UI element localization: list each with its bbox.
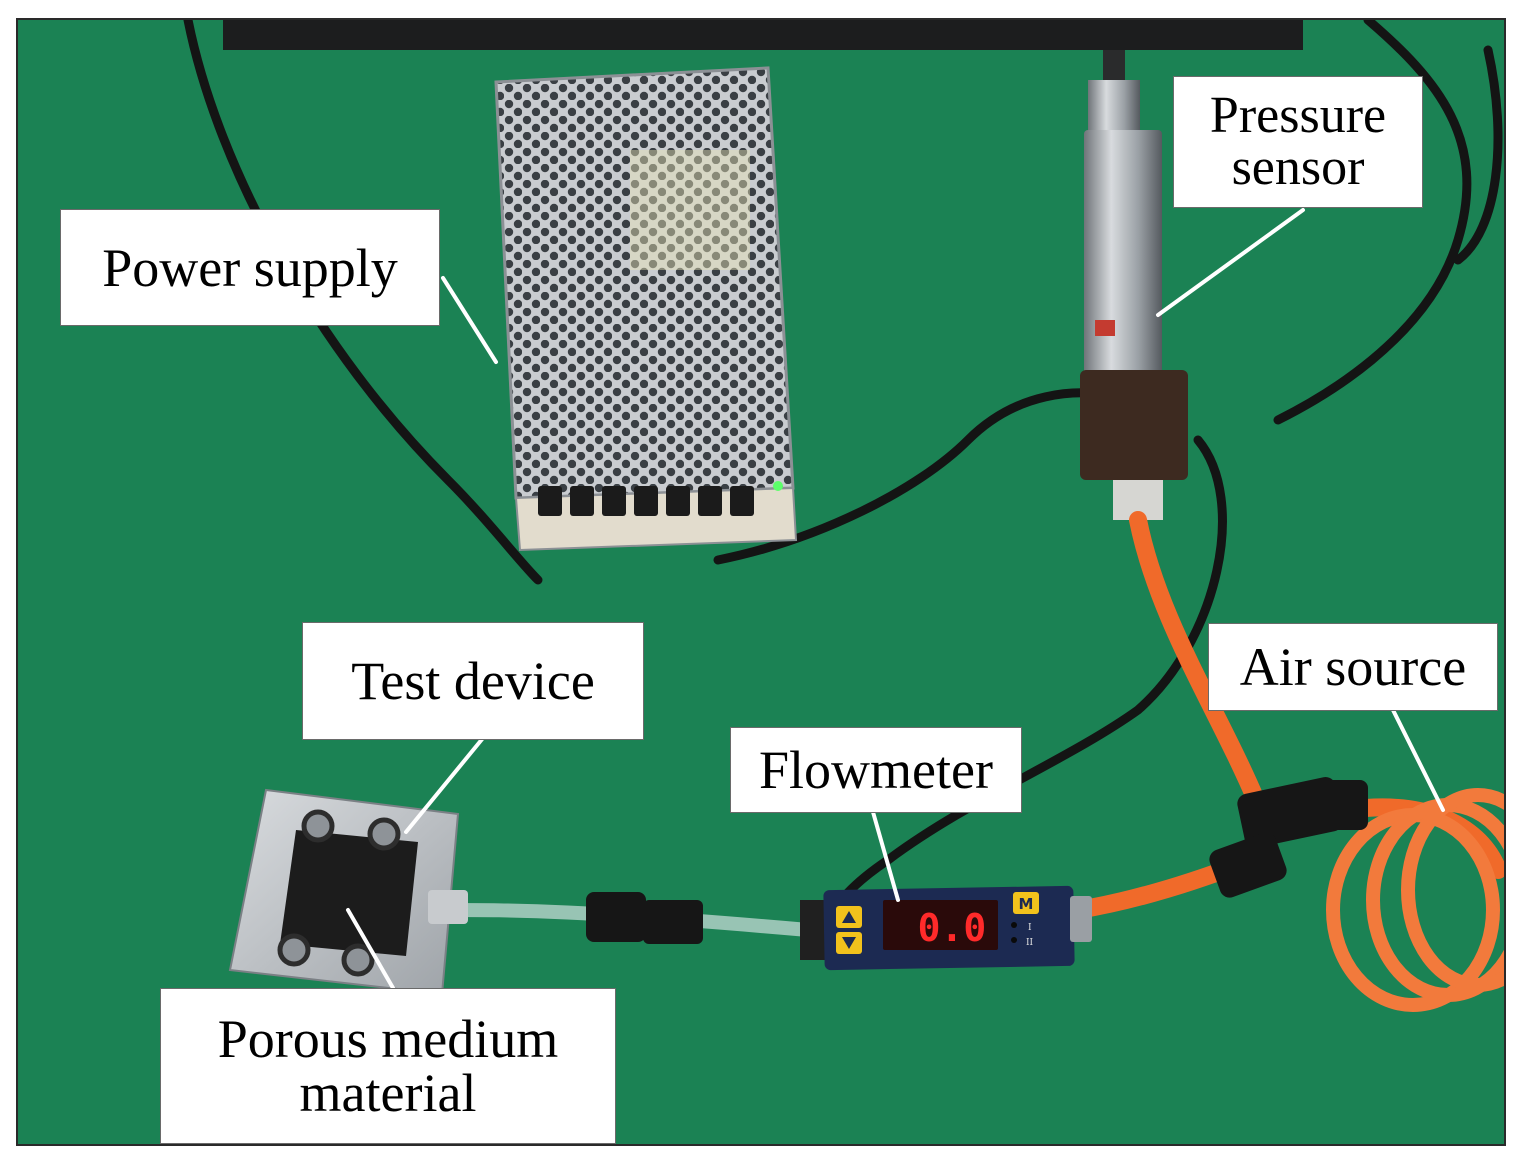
leader-air-source	[1391, 708, 1445, 812]
leader-test-device	[404, 736, 485, 834]
flowmeter-reading: 0.0	[918, 906, 987, 950]
leader-lines	[346, 208, 1445, 990]
leader-porous-medium	[346, 908, 395, 990]
label-test-device: Test device	[302, 622, 644, 740]
label-pressure-sensor: Pressure sensor	[1173, 76, 1423, 208]
flowmeter-device: M 0.0 I II	[800, 885, 1092, 971]
black-box	[223, 20, 1303, 50]
leader-flowmeter	[871, 810, 900, 902]
label-porous-medium-material: Porous medium material	[160, 988, 616, 1144]
pressure-sensor-body	[1080, 50, 1188, 520]
leader-pressure-sensor	[1156, 208, 1305, 317]
label-flowmeter: Flowmeter	[730, 727, 1022, 813]
flowmeter-mode-button: M	[1019, 895, 1034, 913]
flowmeter-indicator-1: I	[1028, 923, 1032, 933]
label-power-supply: Power supply	[60, 209, 440, 326]
leader-power-supply	[441, 276, 498, 364]
test-device-block	[228, 788, 468, 996]
tee-fitting	[1209, 777, 1368, 898]
air-source-coil	[1326, 788, 1504, 1012]
flowmeter-indicator-2: II	[1026, 938, 1034, 948]
clear-tube	[442, 903, 809, 937]
label-air-source: Air source	[1208, 623, 1498, 711]
straight-connector	[586, 892, 703, 944]
porous-medium-sample	[280, 830, 418, 956]
power-supply-unit	[494, 66, 798, 552]
black-cables	[183, 20, 1503, 925]
